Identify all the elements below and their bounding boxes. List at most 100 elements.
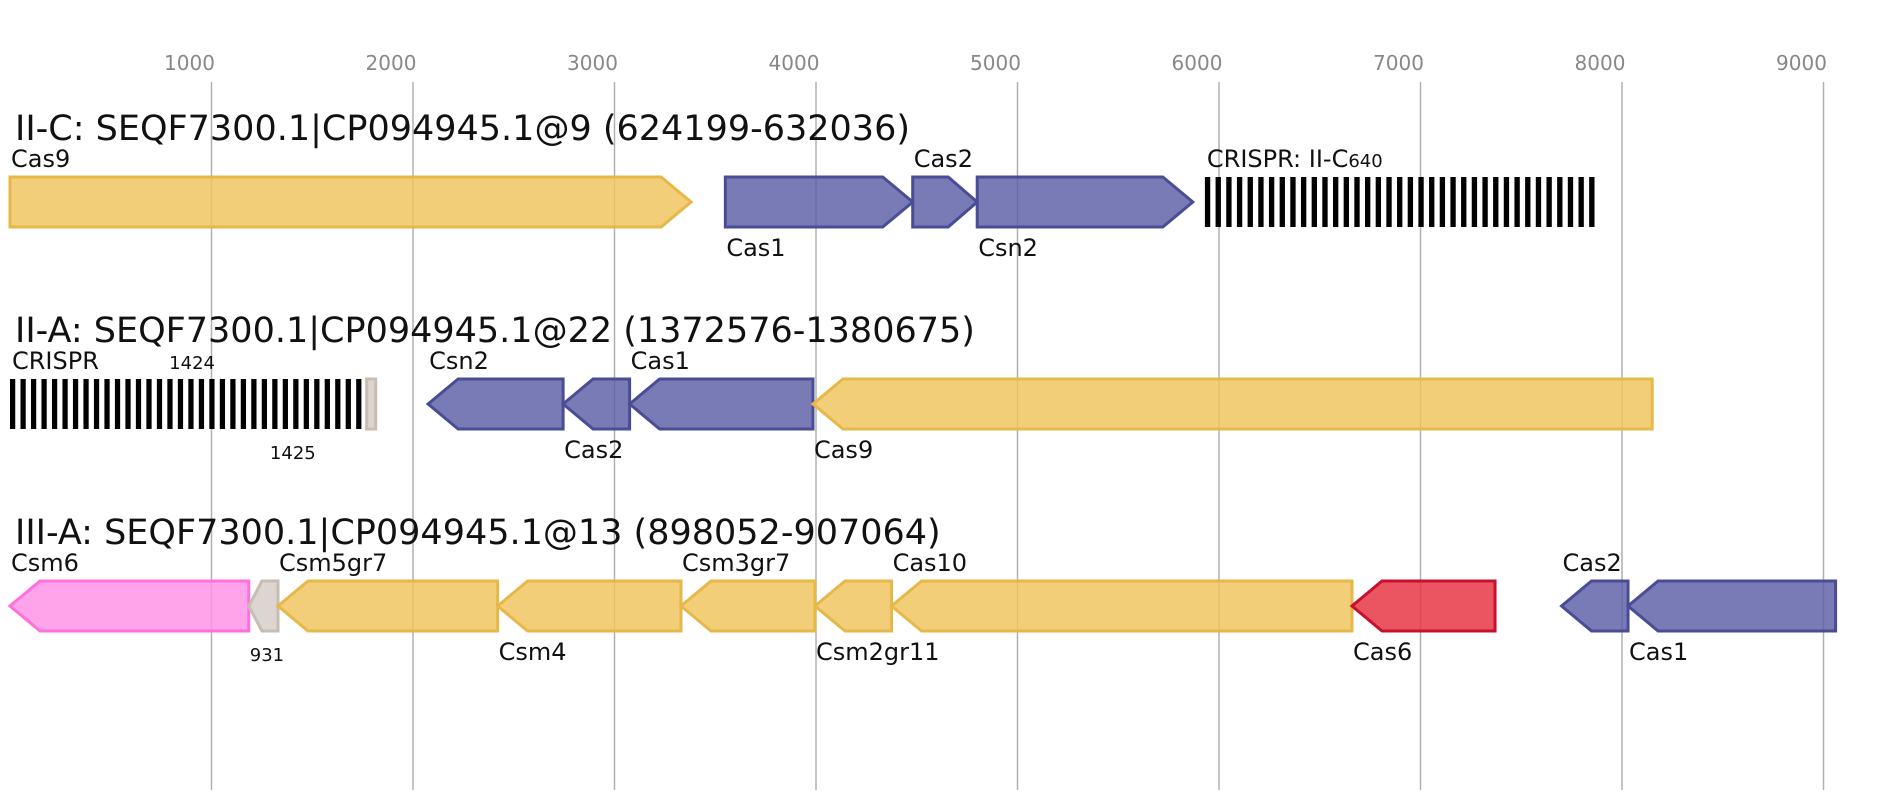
crispr-repeat (1386, 177, 1392, 227)
tick-label: 7000 (1373, 51, 1424, 75)
gene-cas2 (560, 377, 632, 431)
crispr-repeat (335, 379, 341, 429)
crispr-repeat (1514, 177, 1520, 227)
axis-grid: 1000 2000 3000 4000 5000 6000 7000 8000 9000 (164, 51, 1827, 790)
gene-csm6 (7, 579, 251, 633)
gene-cas1 (1625, 579, 1838, 633)
gene-csn2 (975, 175, 1196, 229)
crispr-repeat (219, 379, 226, 429)
track-title: II-A: SEQF7300.1|CP094945.1@22 (1372576-… (15, 311, 975, 351)
gene-csm2gr11 (812, 579, 894, 633)
gene-label: Cas2 (564, 436, 623, 464)
crispr-repeat (1258, 177, 1264, 227)
tick-label: 1000 (164, 51, 215, 75)
gene-label: Cas9 (814, 436, 873, 464)
tick-label: 6000 (1172, 51, 1223, 75)
crispr-repeat (1354, 177, 1360, 227)
crispr-repeat (10, 379, 16, 429)
crispr-repeat (1236, 177, 1243, 227)
gene-cas9 (810, 377, 1654, 431)
crispr-repeat (1311, 177, 1317, 227)
crispr-repeat (293, 379, 299, 429)
crispr-repeat (1525, 177, 1531, 227)
gene-unknown (365, 377, 378, 431)
track-2: II-A: SEQF7300.1|CP094945.1@22 (1372576-… (10, 311, 1654, 464)
crispr-repeat (1578, 177, 1584, 227)
tick-label: 2000 (366, 51, 417, 75)
tick-label: 8000 (1575, 51, 1626, 75)
tick-label: 3000 (567, 51, 618, 75)
crispr-repeat (1439, 177, 1446, 227)
crispr-repeat (1589, 177, 1595, 227)
tick-label: 9000 (1776, 51, 1827, 75)
crispr-repeat (1397, 177, 1403, 227)
crispr-repeat (314, 379, 320, 429)
crispr-repeat (1482, 177, 1488, 227)
crispr-repeat (51, 379, 58, 429)
crispr-repeat (156, 379, 163, 429)
crispr-repeat (1503, 177, 1510, 227)
gene-label: Cas6 (1353, 638, 1412, 666)
crispr-repeat (1332, 177, 1339, 227)
gene-cas2 (911, 175, 980, 229)
gene-cas9 (8, 175, 694, 229)
crispr-repeat (72, 379, 79, 429)
position-label: 1424 (169, 353, 215, 374)
crispr-repeat (41, 379, 47, 429)
crispr-repeat (1268, 177, 1275, 227)
gene-cas1 (723, 175, 916, 229)
crispr-repeat (146, 379, 152, 429)
crispr-repeat (251, 379, 257, 429)
crispr-label-text: CRISPR (12, 347, 99, 375)
crispr-repeat (1418, 177, 1424, 227)
crispr-repeat (324, 379, 330, 429)
track-title: II-C: SEQF7300.1|CP094945.1@9 (624199-63… (15, 109, 910, 149)
crispr-repeat (30, 379, 37, 429)
crispr-repeat (1204, 177, 1211, 227)
crispr-repeat (1300, 177, 1307, 227)
crispr-repeat (303, 379, 309, 429)
crispr-repeat (1343, 177, 1349, 227)
crispr-repeat (1493, 177, 1499, 227)
crispr-repeat (1247, 177, 1253, 227)
crispr-repeat (272, 379, 278, 429)
gene-label: Csn2 (978, 234, 1038, 262)
gene-label: Cas2 (1563, 549, 1622, 577)
gene-cas1 (627, 377, 815, 431)
gene-csn2 (425, 377, 565, 431)
crispr-repeat (1429, 177, 1435, 227)
tick-label: 4000 (769, 51, 820, 75)
gene-label: Csm6 (11, 549, 79, 577)
gene-label: Csm3gr7 (682, 549, 790, 577)
crispr-array (10, 379, 362, 429)
gene-label: Cas1 (1629, 638, 1688, 666)
crispr-repeat (198, 379, 205, 429)
gene-cas10 (889, 579, 1354, 633)
crispr-repeat (1461, 177, 1467, 227)
track-title: III-A: SEQF7300.1|CP094945.1@13 (898052-… (15, 513, 941, 553)
crispr-repeat (125, 379, 131, 429)
crispr-label: CRISPR: II-C640 (1207, 145, 1383, 173)
tick-label: 5000 (970, 51, 1021, 75)
crispr-repeat (1215, 177, 1221, 227)
crispr-repeat (240, 379, 247, 429)
gene-label: Cas9 (11, 145, 70, 173)
crispr-repeat (1567, 177, 1574, 227)
gene-label: Csm5gr7 (279, 549, 387, 577)
track-1: II-C: SEQF7300.1|CP094945.1@9 (624199-63… (8, 109, 1595, 262)
crispr-repeat (135, 379, 142, 429)
crispr-array (1204, 177, 1595, 227)
tracks: II-C: SEQF7300.1|CP094945.1@9 (624199-63… (7, 109, 1838, 666)
crispr-repeat (1450, 177, 1456, 227)
crispr-repeat (1322, 177, 1328, 227)
crispr-repeat (209, 379, 215, 429)
gene-label: Cas1 (631, 347, 690, 375)
position-label: 931 (250, 645, 284, 666)
crispr-repeat (261, 379, 268, 429)
gene-cas2 (1559, 579, 1630, 633)
gene-label: Cas1 (726, 234, 785, 262)
crispr-repeat (230, 379, 236, 429)
crispr-repeat (104, 379, 110, 429)
crispr-repeat (282, 379, 288, 429)
